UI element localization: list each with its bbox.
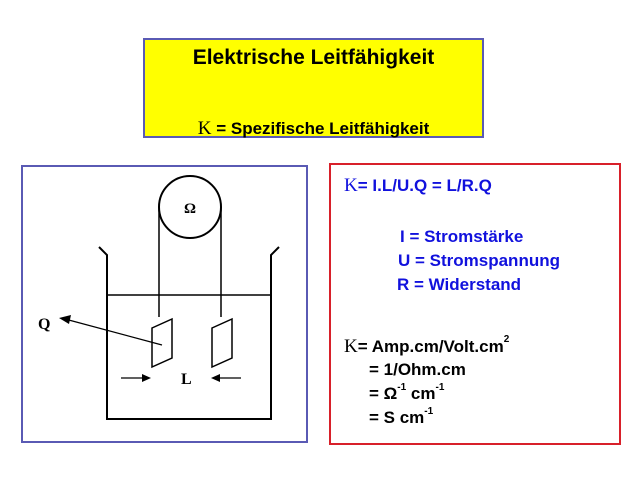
formula-panel: K= I.L/U.Q = L/R.Q I = Stromstärke U = S… xyxy=(329,163,621,445)
formula-kappa: K xyxy=(344,175,358,196)
kappa-symbol: K xyxy=(197,118,212,139)
beaker-outline xyxy=(98,246,280,420)
unit-fourth-sup: -1 xyxy=(424,406,434,417)
unit-line-2: = 1/Ohm.cm xyxy=(369,360,466,379)
q-arrow-head xyxy=(59,315,71,324)
unit-fourth-base: = S cm xyxy=(369,408,425,427)
title-box: Elektrische Leitfähigkeit K = Spezifisch… xyxy=(143,38,484,140)
conductivity-cell-diagram: Ω Q L xyxy=(21,165,308,443)
formula-main: = I.L/U.Q = L/R.Q xyxy=(357,176,492,195)
unit-third-sup: -1 xyxy=(397,382,407,393)
legend-resistance: R = Widerstand xyxy=(397,275,522,294)
page-title: Elektrische Leitfähigkeit xyxy=(192,46,435,69)
electrode-right xyxy=(211,317,233,369)
unit-first: = Amp.cm/Volt.cm xyxy=(357,337,504,356)
unit-kappa: K xyxy=(344,336,358,357)
page-subtitle: K = Spezifische Leitfähigkeit xyxy=(145,118,482,140)
unit-third-base: = Ω xyxy=(369,384,398,403)
unit-first-sup: 2 xyxy=(503,334,510,345)
cell-diagram-svg: Ω Q L xyxy=(38,175,280,420)
label-l: L xyxy=(181,371,192,388)
label-q: Q xyxy=(38,316,50,333)
unit-third-sup2: -1 xyxy=(435,382,445,393)
electrode-left xyxy=(151,317,173,369)
l-arrow-left-head xyxy=(142,374,151,382)
unit-line-1: K= Amp.cm/Volt.cm2 xyxy=(344,334,510,358)
conductivity-formula: K= I.L/U.Q = L/R.Q xyxy=(344,175,492,197)
legend-voltage: U = Stromspannung xyxy=(398,251,560,270)
subtitle-text: = Spezifische Leitfähigkeit xyxy=(216,119,430,138)
legend-current: I = Stromstärke xyxy=(400,227,524,246)
unit-third-rest: cm xyxy=(406,384,436,403)
ohmmeter-symbol: Ω xyxy=(184,201,196,217)
l-arrow-right-head xyxy=(211,374,220,382)
unit-line-4: = S cm-1 xyxy=(369,406,434,428)
unit-line-3: = Ω-1 cm-1 xyxy=(369,382,445,404)
q-arrow-line xyxy=(64,318,163,346)
